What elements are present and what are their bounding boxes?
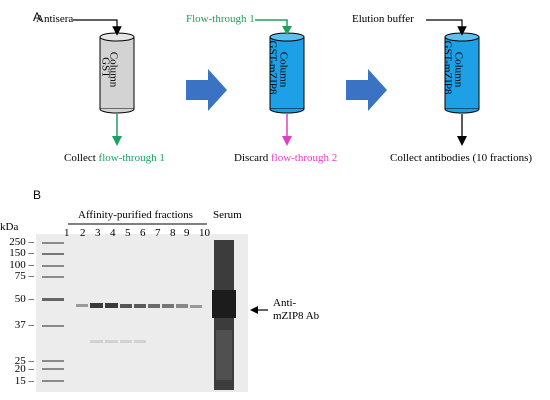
big-arrow-2 [346, 69, 387, 111]
big-arrow-1 [186, 69, 227, 111]
flowthrough1-input-arrow [255, 19, 288, 28]
collect-prefix: Collect [64, 152, 99, 164]
marker-37: 37 – [14, 319, 34, 331]
flowthrough-1-highlight: flow-through 1 [98, 152, 165, 164]
panel-a-letter: A [33, 10, 42, 24]
collect-flowthrough-1-label: Collect flow-through 1 [64, 153, 165, 164]
marker-75: 75 – [14, 270, 34, 282]
flowthrough-2-highlight: flow-through 2 [270, 152, 338, 164]
band-label-line1: Anti- [273, 297, 297, 309]
marker-250: 250 – [9, 236, 34, 248]
light-chain-bands [90, 340, 146, 343]
gst-mzip8-label-1b: Column [277, 51, 290, 88]
serum-lane [212, 240, 236, 390]
gst-column [99, 32, 135, 114]
marker-25: 25 – [14, 355, 34, 367]
marker-20: 20 – [14, 363, 34, 375]
antisera-arrow [73, 19, 122, 36]
marker-50: 50 – [14, 293, 34, 305]
elution-buffer-arrow [426, 19, 467, 36]
lane-8: 8 [170, 227, 176, 239]
panel-b-letter: B [33, 188, 42, 202]
gst-mzip8-label-2b: Column [452, 51, 465, 88]
gst-mzip8-column-2 [444, 32, 480, 114]
lane-3: 3 [95, 227, 101, 239]
lane-9: 9 [184, 227, 190, 239]
marker-15: 15 – [14, 375, 34, 387]
antibody-bands [76, 303, 202, 308]
flowthrough-1-input-label: Flow-through 1 [186, 13, 255, 25]
discard-prefix: Discard [234, 152, 271, 164]
gst-mzip8-label-2a: GST-mZIP8 [441, 40, 454, 95]
antisera-label: Antisera [36, 13, 74, 25]
lane-6: 6 [140, 227, 146, 239]
band-label-line2: mZIP8 Ab [273, 310, 320, 322]
discard-flowthrough-2-label: Discard flow-through 2 [234, 153, 337, 164]
marker-150: 150 – [9, 247, 34, 259]
elution-buffer-label: Elution buffer [352, 13, 414, 25]
lane-7: 7 [155, 227, 161, 239]
lane-2: 2 [80, 227, 86, 239]
lane-10: 10 [199, 227, 210, 239]
kda-label: kDa [0, 221, 19, 233]
gst-column-label-2: Column [107, 51, 120, 88]
group-label: Affinity-purified fractions [78, 209, 193, 221]
collect-antibodies-label: Collect antibodies (10 fractions) [390, 152, 533, 164]
gst-mzip8-label-1a: GST-mZIP8 [266, 40, 279, 95]
lane-5: 5 [125, 227, 131, 239]
marker-100: 100 – [9, 259, 34, 271]
ladder-lane [42, 242, 64, 382]
lane-4: 4 [110, 227, 116, 239]
lane-1: 1 [64, 227, 70, 239]
gst-mzip8-column-1 [269, 32, 305, 114]
serum-label: Serum [213, 209, 242, 221]
